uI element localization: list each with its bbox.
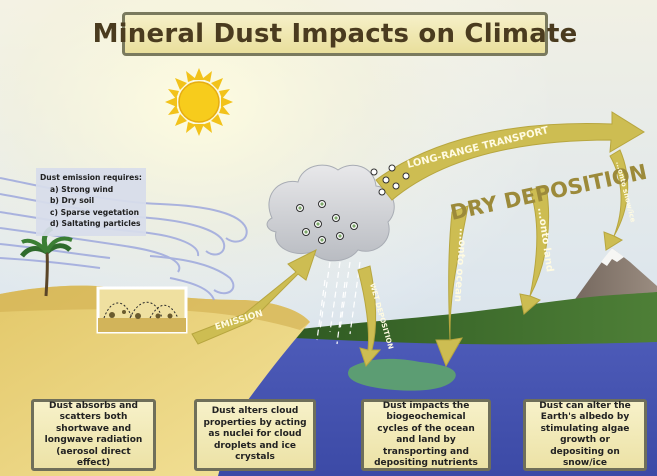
emission-arrow xyxy=(191,249,317,345)
onto-ocean-label: ...onto ocean xyxy=(452,228,468,303)
page-title: Mineral Dust Impacts on Climate xyxy=(92,19,578,49)
emission-requirements-box: Dust emission requires: a) Strong wind b… xyxy=(36,168,146,236)
requirement-item: a) Strong wind xyxy=(50,184,114,194)
onto-snow-arrow xyxy=(603,149,629,251)
onto-land-arrow xyxy=(519,185,550,315)
requirement-item: b) Dry soil xyxy=(50,196,95,205)
long-range-transport-arrow xyxy=(370,111,645,201)
onto-ocean-arrow xyxy=(435,205,469,368)
cloud xyxy=(266,164,395,262)
requirements-heading: Dust emission requires: xyxy=(40,173,142,182)
saltation-inset xyxy=(96,286,188,334)
effect-box-clouds: Dust alters cloud properties by acting a… xyxy=(194,399,316,471)
algae-bloom xyxy=(348,358,456,391)
effect-text: Dust can alter the Earth's albedo by sti… xyxy=(539,400,631,469)
effect-text: Dust impacts the biogeochemical cycles o… xyxy=(374,400,478,469)
sun-icon xyxy=(165,68,233,136)
green-land xyxy=(292,292,657,345)
effect-text: Dust alters cloud properties by acting a… xyxy=(203,406,307,463)
requirement-item: d) Saltating particles xyxy=(50,219,141,228)
effect-text: Dust absorbs and scatters both shortwave… xyxy=(44,400,143,469)
effect-box-radiation: Dust absorbs and scatters both shortwave… xyxy=(31,399,156,471)
title-banner: Mineral Dust Impacts on Climate xyxy=(93,12,577,56)
tree-icon xyxy=(20,225,73,297)
wet-deposition-arrow xyxy=(357,265,382,367)
rain xyxy=(316,261,361,345)
requirement-item: c) Sparse vegetation xyxy=(50,207,140,217)
effect-box-biogeochemical: Dust impacts the biogeochemical cycles o… xyxy=(361,399,491,471)
effect-box-albedo: Dust can alter the Earth's albedo by sti… xyxy=(523,399,647,471)
